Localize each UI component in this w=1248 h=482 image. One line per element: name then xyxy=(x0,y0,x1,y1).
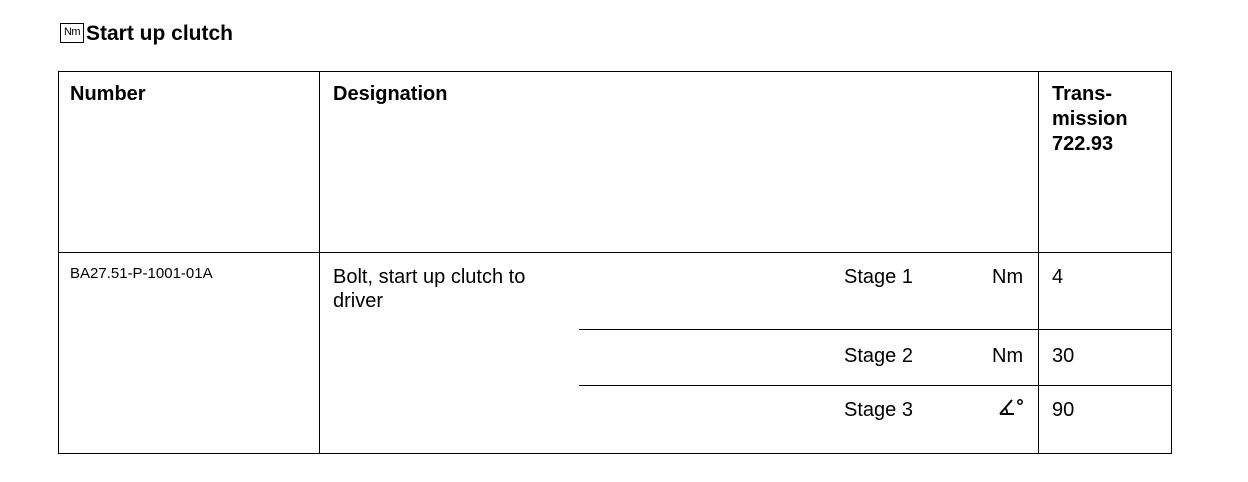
column-divider xyxy=(319,72,320,453)
header-transmission-line: mission xyxy=(1052,108,1128,130)
row-divider xyxy=(579,329,1171,330)
stage-value: 30 xyxy=(1052,345,1075,367)
header-transmission-line: Trans- xyxy=(1052,83,1113,105)
header-number: Number xyxy=(70,83,146,105)
header-transmission-line: 722.93 xyxy=(1052,133,1114,155)
designation-line: Bolt, start up clutch to xyxy=(333,266,526,288)
stage-unit: Nm xyxy=(992,345,1024,367)
header-transmission: Trans- mission 722.93 xyxy=(1052,82,1128,157)
part-number: BA27.51-P-1001-01A xyxy=(70,265,213,282)
stage-value: 4 xyxy=(1052,266,1064,288)
title-text: Start up clutch xyxy=(86,22,234,45)
stage-value: 90 xyxy=(1052,399,1075,421)
stage-label: Stage 3 xyxy=(844,399,913,421)
page-title: Nm Start up clutch xyxy=(60,22,233,46)
torque-table: Number Designation Trans- mission 722.93… xyxy=(58,71,1172,454)
stage-label: Stage 1 xyxy=(844,266,913,288)
stage-label: Stage 2 xyxy=(844,345,913,367)
row-divider xyxy=(579,385,1171,386)
designation-line: driver xyxy=(333,290,384,312)
angle-degree-icon xyxy=(997,396,1025,424)
designation-text: Bolt, start up clutch to driver xyxy=(333,265,525,313)
stage-unit: Nm xyxy=(992,266,1024,288)
header-divider xyxy=(59,252,1171,253)
column-divider xyxy=(1038,72,1039,453)
header-designation: Designation xyxy=(333,83,448,105)
nm-torque-icon: Nm xyxy=(60,23,84,43)
